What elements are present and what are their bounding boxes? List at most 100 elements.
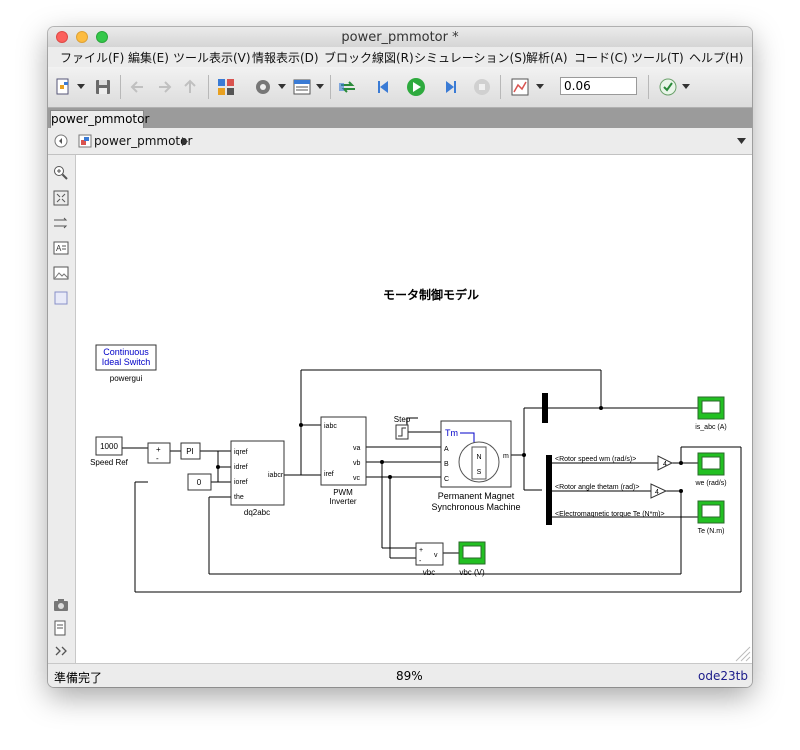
menu-simulation[interactable]: シミュレーション(S): [414, 51, 527, 65]
model-advisor-check-icon[interactable]: [658, 77, 678, 97]
menu-view[interactable]: ツール表示(V): [173, 51, 251, 65]
bus-selector-bar[interactable]: [546, 455, 552, 525]
explorer-dropdown-icon[interactable]: [316, 84, 324, 89]
forward-icon[interactable]: [154, 77, 174, 97]
gain-block-speed[interactable]: 4: [657, 455, 674, 471]
library-browser-icon[interactable]: [216, 77, 236, 97]
zero-constant-block[interactable]: 0: [187, 473, 212, 491]
dq-port-iqref: iqref: [234, 449, 248, 456]
simulink-window: power_pmmotor * ファイル(F) 編集(E) ツール表示(V) 情…: [48, 27, 752, 687]
stop-time-field[interactable]: 0.06: [560, 77, 637, 95]
gain-block-angle[interactable]: 4: [650, 483, 668, 499]
data-inspector-icon[interactable]: [510, 77, 530, 97]
step-back-icon[interactable]: [374, 77, 394, 97]
pmsm-block[interactable]: Tm A B C m N S Permanent Magnet Synchron…: [431, 420, 521, 512]
speed-ref-label: Speed Ref: [90, 458, 129, 467]
route-lines-icon[interactable]: [53, 215, 69, 231]
scope-is-abc-label: is_abc (A): [695, 424, 727, 431]
dq-port-idref: idref: [234, 464, 248, 471]
tab-strip: power_pmmotor: [48, 108, 752, 128]
scope-vbc[interactable]: vbc (V): [458, 541, 486, 577]
model-notes-icon[interactable]: [53, 620, 69, 636]
junction-dots: [216, 406, 683, 493]
svg-text:+: +: [156, 445, 161, 454]
step-forward-icon[interactable]: [440, 77, 460, 97]
resize-grip-icon[interactable]: [735, 646, 751, 662]
powergui-block[interactable]: Continuous Ideal Switch powergui: [95, 344, 157, 383]
menu-edit[interactable]: 編集(E): [128, 51, 169, 65]
breadcrumb-model[interactable]: power_pmmotor: [94, 134, 193, 148]
scope-te[interactable]: Te (N.m): [697, 500, 725, 535]
vbc-port-v: v: [434, 552, 438, 559]
pwm-port-vb: vb: [353, 460, 361, 467]
menu-help[interactable]: ヘルプ(H): [689, 51, 744, 65]
speed-ref-block[interactable]: 1000 Speed Ref: [90, 436, 129, 467]
powergui-mode-line2: Ideal Switch: [102, 357, 151, 367]
image-icon[interactable]: [53, 265, 69, 281]
expand-palette-icon[interactable]: [53, 643, 69, 659]
sum-block[interactable]: + -: [147, 442, 171, 464]
vbc-port-plus: +: [419, 547, 423, 554]
update-diagram-icon[interactable]: [338, 77, 358, 97]
run-icon[interactable]: [406, 77, 426, 97]
address-dropdown-icon[interactable]: [737, 138, 746, 144]
inspector-dropdown-icon[interactable]: [536, 84, 544, 89]
demux-bar[interactable]: [542, 393, 548, 423]
motor-port-c: C: [444, 476, 449, 483]
pwm-label-1: PWM: [333, 488, 353, 497]
zoom-icon[interactable]: [53, 165, 69, 181]
area-icon[interactable]: [53, 290, 69, 306]
status-solver[interactable]: ode23tb: [698, 669, 748, 683]
speed-ref-value: 1000: [100, 442, 118, 451]
scope-vbc-label: vbc (V): [459, 568, 485, 577]
model-explorer-icon[interactable]: [292, 77, 312, 97]
signal-torque: <Electromagnetic torque Te (N*m)>: [555, 511, 665, 518]
pwm-inverter-block[interactable]: iabc iref va vb vc PWM Inverter: [320, 416, 367, 506]
model-title: モータ制御モデル: [383, 287, 479, 302]
menu-file[interactable]: ファイル(F): [60, 51, 125, 65]
menu-analysis[interactable]: 解析(A): [526, 51, 568, 65]
status-ready: 準備完了: [54, 671, 103, 685]
motor-pole-n: N: [476, 454, 481, 461]
advisor-dropdown-icon[interactable]: [682, 84, 690, 89]
motor-pole-s: S: [477, 469, 482, 476]
stop-icon[interactable]: [472, 77, 492, 97]
new-dropdown-icon[interactable]: [77, 84, 85, 89]
signal-rotor-angle: <Rotor angle thetam (rad)>: [555, 484, 639, 491]
svg-text:-: -: [156, 454, 159, 463]
up-icon[interactable]: [180, 77, 200, 97]
menu-display[interactable]: 情報表示(D): [252, 51, 319, 65]
signal-lines: [121, 369, 742, 593]
pwm-port-vc: vc: [353, 475, 361, 482]
menu-code[interactable]: コード(C): [574, 51, 628, 65]
tab-power-pmmotor[interactable]: power_pmmotor: [50, 110, 150, 128]
pi-block[interactable]: PI: [180, 442, 201, 460]
breadcrumb-chevron-icon[interactable]: [182, 137, 188, 146]
scope-is-abc[interactable]: is_abc (A): [695, 396, 727, 431]
menu-tools[interactable]: ツール(T): [631, 51, 684, 65]
menu-diagram[interactable]: ブロック線図(R): [324, 51, 414, 65]
model-icon: [78, 134, 92, 148]
screenshot-camera-icon[interactable]: [53, 597, 69, 613]
settings-gear-icon[interactable]: [253, 77, 273, 97]
powergui-mode-line1: Continuous: [103, 347, 149, 357]
fit-to-view-icon[interactable]: [53, 190, 69, 206]
diagram-canvas[interactable]: モータ制御モデル Continuous Ideal Switch powergu…: [76, 155, 752, 663]
back-icon[interactable]: [128, 77, 148, 97]
annotation-icon[interactable]: A: [53, 240, 69, 256]
zoom-window-button[interactable]: [96, 31, 108, 43]
vbc-port-minus: -: [419, 558, 422, 565]
new-model-icon[interactable]: [54, 77, 74, 97]
minimize-window-button[interactable]: [76, 31, 88, 43]
step-block[interactable]: Step: [394, 415, 411, 440]
vbc-measurement-block[interactable]: + - v vbc: [415, 542, 444, 577]
save-icon[interactable]: [93, 77, 113, 97]
scope-we[interactable]: we (rad/s): [694, 452, 727, 487]
dq2abc-block[interactable]: iqref idref ioref the iabcr dq2abc: [230, 440, 285, 517]
hide-show-browser-icon[interactable]: [54, 134, 68, 148]
signal-rotor-speed: <Rotor speed wm (rad/s)>: [555, 456, 636, 463]
address-bar: power_pmmotor: [48, 128, 752, 155]
status-bar: 準備完了 89% ode23tb: [48, 663, 752, 687]
close-window-button[interactable]: [56, 31, 68, 43]
settings-dropdown-icon[interactable]: [278, 84, 286, 89]
